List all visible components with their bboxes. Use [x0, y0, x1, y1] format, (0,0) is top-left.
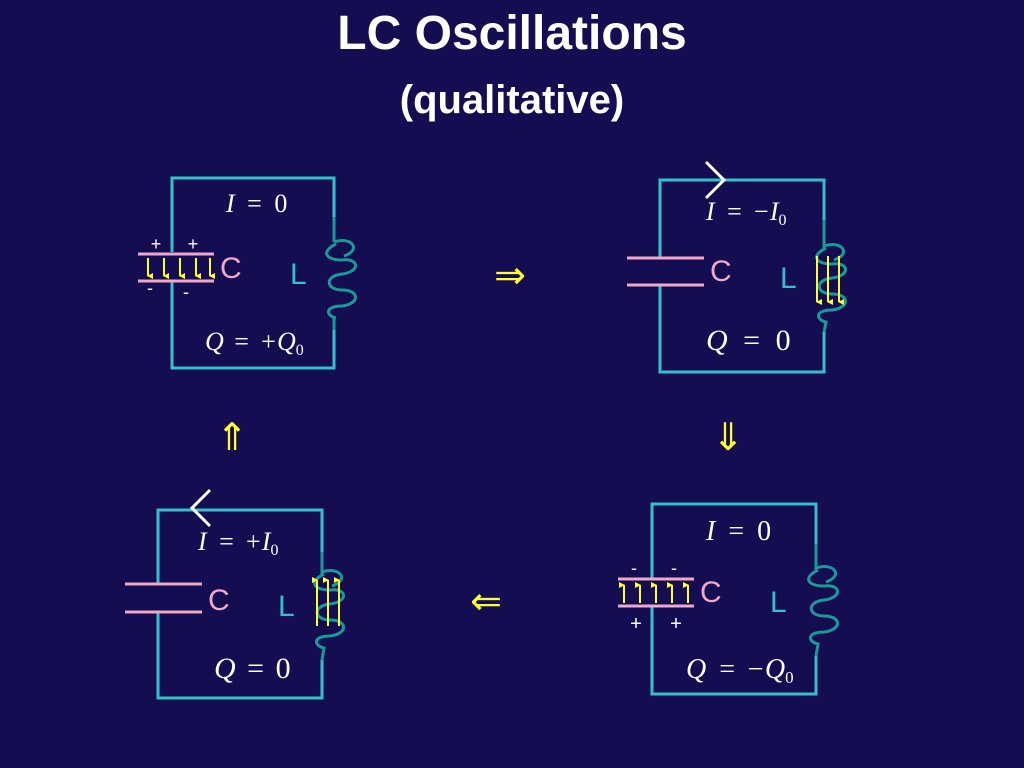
transition-arrow-left: ⇐ — [470, 579, 502, 623]
capacitor-label: C — [208, 584, 230, 617]
current-subscript: 0 — [271, 542, 279, 559]
current-direction-arrow — [189, 488, 212, 528]
charge-sign: - — [183, 282, 189, 302]
capacitor-label: C — [710, 255, 732, 288]
current-equation: I = −I0 — [705, 197, 787, 229]
current-subscript: 0 — [779, 212, 787, 229]
charge-equation: Q = −Q0 — [686, 654, 794, 687]
inductor-label: L — [780, 262, 797, 295]
transition-arrow-down: ⇓ — [712, 415, 744, 459]
charge-sign: - — [631, 558, 637, 578]
charge-equation: Q = 0 — [706, 324, 791, 357]
charge-value: 0 — [276, 652, 291, 685]
current-equation: I = +I0 — [197, 527, 279, 559]
inductor-label: L — [770, 586, 787, 619]
transition-arrow-right: ⇒ — [494, 253, 526, 297]
charge-equation: Q = +Q0 — [205, 327, 304, 359]
slide-subtitle: (qualitative) — [399, 78, 625, 122]
charge-sign: - — [671, 558, 677, 578]
circuit-wire — [170, 176, 336, 370]
charge-subscript: 0 — [296, 342, 304, 359]
circuit-top-left: + + - - C L I = 0 Q = +Q0 — [138, 176, 357, 370]
circuit-top-right: C L I = −I0 Q = 0 — [627, 160, 847, 374]
equals-sign: = — [234, 327, 249, 356]
circuit-bottom-right: - - + + C L I = 0 Q = −Q0 — [618, 502, 839, 696]
capacitor-label: C — [700, 576, 722, 609]
charge-sign: + — [188, 234, 199, 254]
transition-arrow-up: ⇑ — [216, 415, 248, 459]
inductor-label: L — [278, 590, 295, 623]
current-direction-arrow — [704, 160, 727, 200]
inductor-coil — [815, 220, 847, 333]
current-equation: I = 0 — [225, 189, 287, 218]
charge-equation: Q = 0 — [214, 652, 291, 685]
current-var: I — [705, 516, 717, 547]
equals-sign: = — [719, 654, 735, 685]
current-var: I — [705, 197, 716, 226]
current-value: +I — [244, 527, 272, 556]
charge-value: +Q — [259, 327, 296, 356]
charge-sign: + — [630, 613, 642, 635]
equals-sign: = — [247, 189, 262, 218]
charge-var: Q — [706, 324, 728, 357]
inductor-label: L — [290, 258, 307, 291]
equals-sign: = — [727, 197, 742, 226]
charge-sign: - — [147, 278, 153, 298]
charge-subscript: 0 — [785, 668, 794, 687]
charge-value: 0 — [776, 324, 791, 357]
charge-var: Q — [205, 327, 224, 356]
equals-sign: = — [743, 324, 760, 357]
inductor-coil — [807, 544, 839, 657]
capacitor-label: C — [220, 252, 242, 285]
charge-var: Q — [214, 652, 236, 685]
equals-sign: = — [219, 527, 234, 556]
slide-title: LC Oscillations — [337, 7, 687, 60]
circuit-wire — [650, 502, 818, 696]
charge-var: Q — [686, 654, 706, 685]
charge-value: −Q — [746, 654, 785, 685]
current-value: 0 — [274, 189, 287, 218]
inductor-coil — [325, 217, 357, 320]
current-equation: I = 0 — [705, 516, 771, 547]
charge-sign: + — [670, 613, 682, 635]
current-var: I — [197, 527, 208, 556]
charge-sign: + — [151, 234, 162, 254]
current-value: −I — [752, 197, 780, 226]
circuit-bottom-left: C L I = +I0 Q = 0 — [125, 488, 345, 700]
equals-sign: = — [247, 652, 264, 685]
circuit-wire — [156, 508, 324, 700]
circuit-wire — [658, 178, 826, 374]
current-var: I — [225, 189, 236, 218]
current-value: 0 — [757, 516, 771, 547]
equals-sign: = — [728, 516, 744, 547]
